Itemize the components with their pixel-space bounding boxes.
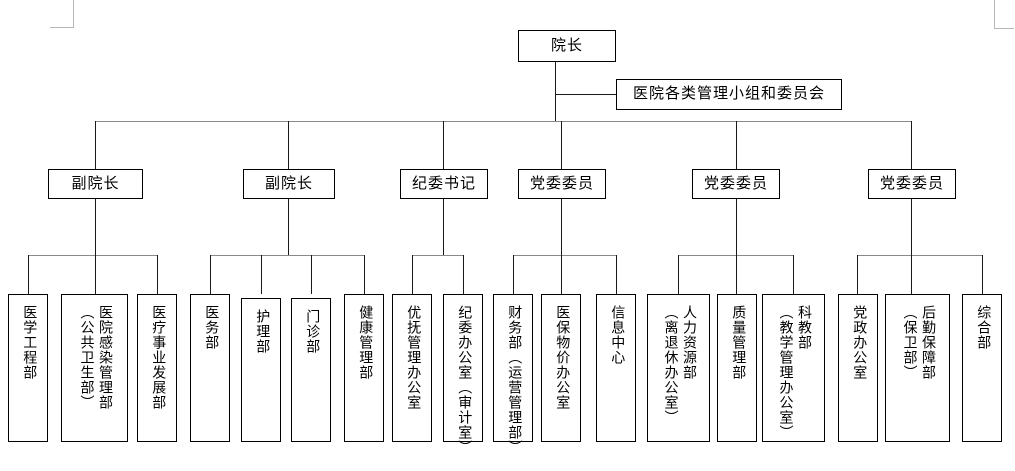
connector-drop-outpatient — [311, 255, 312, 294]
connector-drop-health-management — [364, 255, 365, 294]
connector-drop-medical-engineering — [28, 255, 29, 294]
box-vice-director-2-label: 副院长 — [264, 175, 313, 192]
connector-drop-vice-director-1 — [95, 121, 96, 169]
connector-drop-general-affairs — [982, 255, 983, 294]
box-dept-human-resources-label-alt: （离退休办公室） — [662, 305, 678, 425]
box-dept-science-education-label-alt: （教学管理办公室） — [777, 305, 793, 440]
box-dept-medical-development[interactable]: 医疗事业发展部 — [137, 294, 177, 442]
box-dept-health-management[interactable]: 健康管理部 — [344, 294, 384, 442]
box-dept-quality-management[interactable]: 质量管理部 — [717, 294, 757, 442]
box-dept-logistics-security[interactable]: 后勤保障部 （保卫部） — [885, 294, 950, 442]
crop-mark-top-left — [50, 0, 74, 28]
box-dept-outpatient[interactable]: 门诊部 — [291, 298, 331, 442]
box-dept-nursing[interactable]: 护理部 — [241, 298, 281, 442]
box-center-information[interactable]: 信息中心 — [596, 294, 636, 442]
connector-drop-finance-operations — [513, 255, 514, 294]
connector-drop-preferential-care — [412, 255, 413, 294]
box-director[interactable]: 院长 — [518, 30, 616, 62]
box-dept-health-management-label: 健康管理部 — [357, 305, 373, 380]
box-discipline-secretary[interactable]: 纪委书记 — [400, 169, 488, 199]
box-dept-science-education[interactable]: 科教部 （教学管理办公室） — [762, 294, 825, 442]
connector-drop-infection-control — [95, 255, 96, 294]
box-dept-finance-operations[interactable]: 财务部（运营管理部） — [493, 294, 533, 455]
box-party-member-3-label: 党委委员 — [879, 175, 944, 192]
box-office-insurance-pricing-label: 医保物价办公室 — [554, 305, 570, 410]
connector-drop-nursing — [261, 255, 262, 294]
box-dept-logistics-security-label-alt: （保卫部） — [901, 305, 917, 380]
connector-stem-discipline-secretary — [443, 199, 444, 255]
connector-drop-logistics-security — [911, 255, 912, 294]
connector-drop-information-center — [616, 255, 617, 294]
box-dept-medical-engineering[interactable]: 医学工程部 — [8, 294, 48, 442]
connector-bus-vice-director-1 — [28, 255, 157, 256]
connector-director-to-committee — [555, 94, 617, 95]
box-party-member-2[interactable]: 党委委员 — [692, 169, 780, 199]
box-office-insurance-pricing[interactable]: 医保物价办公室 — [541, 294, 581, 442]
box-vice-director-1-label: 副院长 — [71, 175, 120, 192]
connector-drop-science-education — [793, 255, 794, 294]
connector-director-stem — [555, 62, 556, 122]
box-committee-label: 医院各类管理小组和委员会 — [632, 86, 825, 102]
box-dept-finance-operations-label: 财务部（运营管理部） — [506, 305, 522, 455]
connector-drop-party-member-3 — [911, 121, 912, 169]
box-center-information-label: 信息中心 — [609, 305, 625, 365]
box-office-preferential-care[interactable]: 优抚管理办公室 — [392, 294, 432, 442]
connector-stem-vice-director-2 — [288, 199, 289, 255]
connector-drop-party-member-1 — [561, 121, 562, 169]
box-party-member-3[interactable]: 党委委员 — [868, 169, 956, 199]
box-party-member-1-label: 党委委员 — [529, 175, 594, 192]
box-dept-medical-affairs[interactable]: 医务部 — [190, 294, 230, 442]
box-dept-nursing-label: 护理部 — [254, 309, 270, 354]
box-dept-infection-control-label-main: 医院感染管理部 — [97, 305, 113, 410]
connector-drop-discipline-secretary — [443, 121, 444, 169]
box-dept-general-affairs[interactable]: 综合部 — [962, 294, 1002, 442]
connector-bus-party-member-2 — [678, 255, 793, 256]
connector-drop-insurance-pricing — [561, 255, 562, 294]
connector-drop-party-admin — [857, 255, 858, 294]
connector-drop-vice-director-2 — [288, 121, 289, 169]
box-dept-outpatient-label: 门诊部 — [304, 309, 320, 354]
connector-stem-vice-director-1 — [95, 199, 96, 255]
box-dept-human-resources[interactable]: 人力资源部 （离退休办公室） — [647, 294, 710, 442]
box-dept-human-resources-label-main: 人力资源部 — [681, 305, 697, 380]
box-office-preferential-care-label: 优抚管理办公室 — [405, 305, 421, 410]
box-discipline-secretary-label: 纪委书记 — [411, 175, 476, 192]
box-office-discipline-audit[interactable]: 纪委办公室（审计室） — [443, 294, 483, 455]
connector-stem-party-member-2 — [736, 199, 737, 255]
connector-drop-human-resources — [678, 255, 679, 294]
box-party-member-1[interactable]: 党委委员 — [518, 169, 606, 199]
connector-drop-discipline-audit — [463, 255, 464, 294]
connector-bus-vice-director-2 — [210, 255, 364, 256]
connector-stem-party-member-1 — [561, 199, 562, 255]
connector-drop-medical-affairs — [210, 255, 211, 294]
box-dept-general-affairs-label: 综合部 — [975, 305, 991, 350]
box-director-label: 院长 — [550, 37, 583, 54]
connector-drop-party-member-2 — [736, 121, 737, 169]
box-dept-medical-development-label: 医疗事业发展部 — [150, 305, 166, 410]
box-dept-infection-control-label-alt: （公共卫生部） — [78, 305, 94, 410]
box-party-member-2-label: 党委委员 — [703, 175, 768, 192]
connector-drop-medical-development — [157, 255, 158, 294]
connector-main-bus — [95, 121, 911, 122]
crop-mark-top-right — [994, 0, 1014, 29]
connector-stem-party-member-3 — [911, 199, 912, 255]
box-office-party-admin[interactable]: 党政办公室 — [838, 294, 878, 442]
box-dept-medical-engineering-label: 医学工程部 — [21, 305, 37, 380]
box-office-party-admin-label: 党政办公室 — [851, 305, 867, 380]
box-dept-medical-affairs-label: 医务部 — [203, 305, 219, 350]
box-office-discipline-audit-label: 纪委办公室（审计室） — [456, 305, 472, 455]
box-dept-logistics-security-label-main: 后勤保障部 — [920, 305, 936, 380]
box-vice-director-1[interactable]: 副院长 — [48, 169, 143, 199]
connector-bus-discipline-secretary — [412, 255, 463, 256]
box-dept-science-education-label-main: 科教部 — [796, 305, 812, 350]
connector-bus-party-member-3 — [857, 255, 982, 256]
connector-bus-party-member-1 — [513, 255, 616, 256]
box-dept-infection-control[interactable]: 医院感染管理部 （公共卫生部） — [61, 294, 128, 442]
box-committee[interactable]: 医院各类管理小组和委员会 — [616, 79, 842, 110]
box-vice-director-2[interactable]: 副院长 — [243, 169, 335, 199]
box-dept-quality-management-label: 质量管理部 — [730, 305, 746, 380]
connector-drop-quality-management — [736, 255, 737, 294]
